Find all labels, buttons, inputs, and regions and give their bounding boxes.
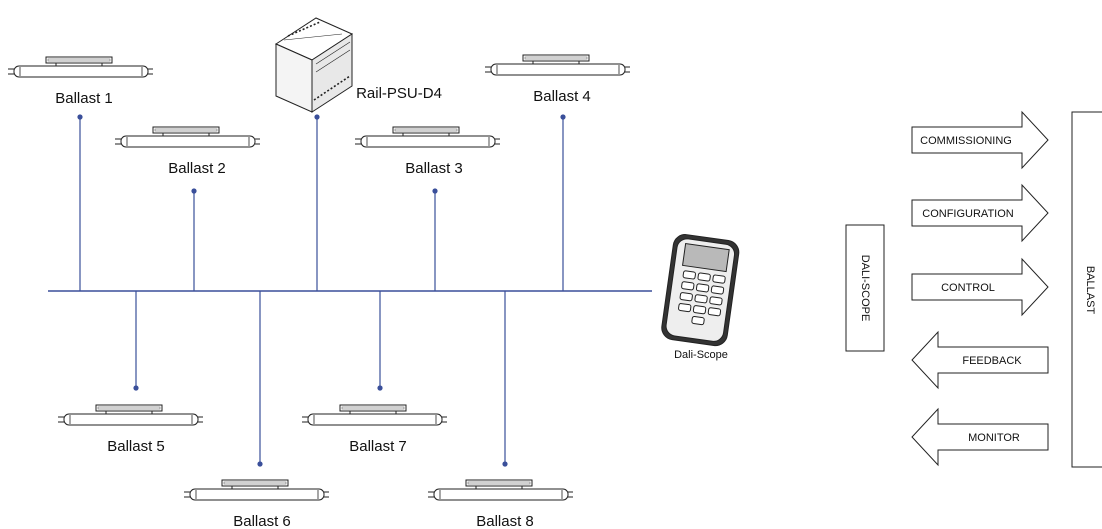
commissioning-arrow-label: COMMISSIONING	[920, 135, 1012, 147]
ballast-5-fixture	[57, 404, 204, 426]
rail-psu-label: Rail-PSU-D4	[356, 85, 442, 102]
ballast-box	[1071, 111, 1102, 468]
dali-scope-label: Dali-Scope	[674, 349, 728, 361]
dali-scope-device	[661, 234, 740, 347]
ballast-7-fixture	[301, 404, 448, 426]
ballast-1-fixture	[7, 56, 154, 78]
ballast-6-label: Ballast 6	[233, 513, 291, 529]
ballast-3-label: Ballast 3	[405, 160, 463, 177]
commissioning-arrow	[911, 110, 1049, 170]
control-arrow-label: CONTROL	[941, 282, 995, 294]
dali-scope-box	[845, 224, 885, 352]
feedback-arrow	[911, 330, 1049, 390]
ballast-8-label: Ballast 8	[476, 513, 534, 529]
rail-psu-device	[274, 17, 354, 113]
ballast-8-fixture	[427, 479, 574, 501]
ballast-7-label: Ballast 7	[349, 438, 407, 455]
monitor-arrow-label: MONITOR	[968, 432, 1020, 444]
ballast-2-label: Ballast 2	[168, 160, 226, 177]
feedback-arrow-label: FEEDBACK	[962, 355, 1022, 367]
ballast-2-fixture	[114, 126, 261, 148]
ballast-5-label: Ballast 5	[107, 438, 165, 455]
flow-arrows	[911, 110, 1049, 467]
ballast-4-fixture	[484, 54, 631, 76]
ballast-4-label: Ballast 4	[533, 88, 591, 105]
dali-scope-box-label: DALI-SCOPE	[859, 255, 871, 322]
ballast-3-fixture	[354, 126, 501, 148]
control-arrow	[911, 257, 1049, 317]
ballast-6-fixture	[183, 479, 330, 501]
ballast-1-label: Ballast 1	[55, 90, 113, 107]
bus-drops	[77, 114, 566, 467]
ballast-box-label: BALLAST	[1084, 266, 1096, 315]
monitor-arrow	[911, 407, 1049, 467]
configuration-arrow	[911, 183, 1049, 243]
configuration-arrow-label: CONFIGURATION	[922, 208, 1014, 220]
